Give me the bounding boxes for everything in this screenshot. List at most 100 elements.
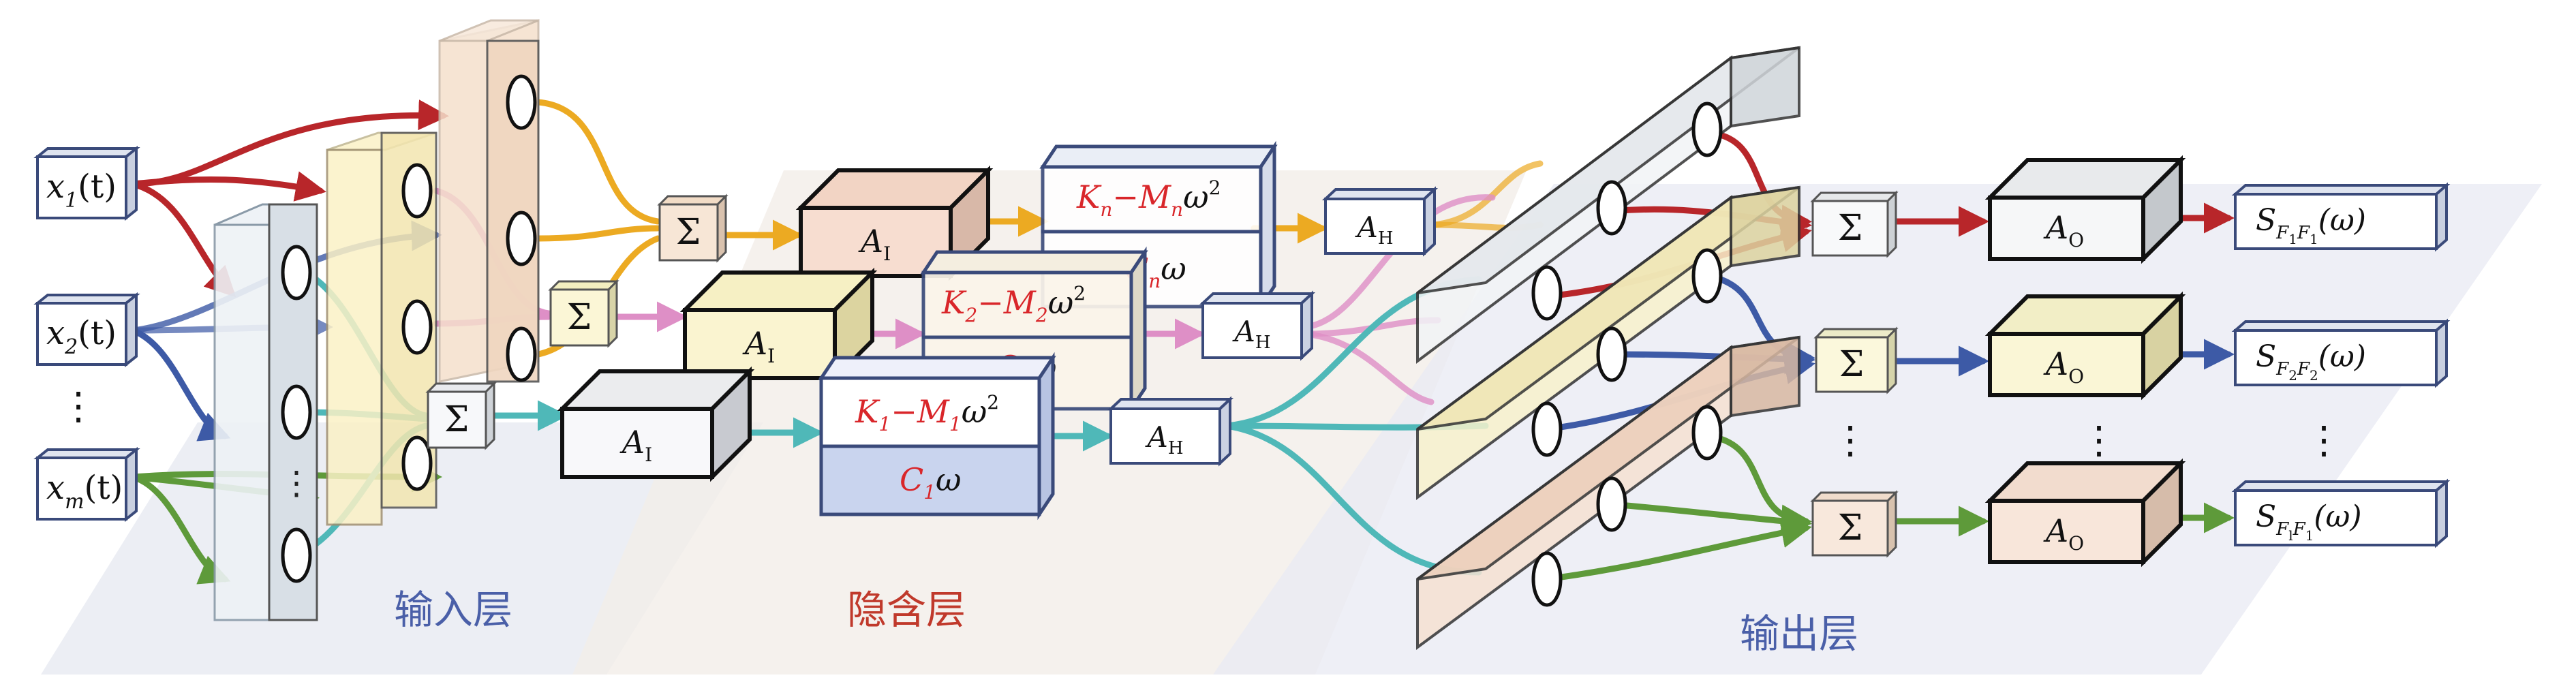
neuron [401,299,433,355]
matrix-omega: ω [1161,250,1186,287]
edge-out-green-c [1544,517,1812,583]
svg-text:xm(t): xm(t) [46,469,123,514]
svg-text:AH: AH [1144,420,1183,459]
matrix-k-sub: 1 [878,413,891,435]
svg-text:AH: AH [1231,315,1270,353]
svg-text:Σ: Σ [444,399,470,440]
ai-sub: I [883,243,891,265]
svg-text:x1(t): x1(t) [46,168,117,213]
neuron [506,326,537,382]
output-s-sub-a: F [2275,519,2289,540]
output-s-sub-b: F [2297,359,2310,380]
neuron [506,211,537,266]
input-xm-symbol: x [46,469,65,507]
output-sum-1: Σ [1810,190,1899,258]
input-x1-sub: 1 [65,189,78,213]
output-sum-2: Σ [1813,326,1899,394]
output-neuron-bars [1416,46,1800,650]
input-box-x2: x2(t) [33,292,140,368]
input-boxes: x1(t) x2(t) ⋮ xm(t) [33,145,140,523]
svg-text:SF2F2(ω): SF2F2(ω) [2256,339,2366,384]
input-box-x1: x1(t) [33,145,140,221]
layer-labels: 输入层 隐含层 输出层 [394,587,1858,657]
matrix-power: 2 [987,391,999,414]
output-bar-2 [1416,185,1800,500]
matrix-k-sub: n [1100,198,1112,221]
ah-node-3: AH [1107,396,1234,467]
input-dots: ⋮ [59,384,97,429]
input-x2-sub: 2 [64,335,78,359]
neuron [281,527,312,583]
matrix-box-n: Kn−Mnω2 Cnω [1039,140,1278,313]
neuron-column-2 [326,131,438,526]
ah-sub: H [1378,228,1394,249]
ai-nodes: AI AI AI [557,165,994,482]
edge-ah3-out-c [1223,422,1482,576]
output-bar-1 [1416,46,1800,364]
svg-text:K2−M2ω2: K2−M2ω2 [941,282,1086,326]
output-s-sub-b: F [2297,223,2310,243]
output-s-sub-a-idx: 2 [2288,367,2297,384]
edge-ah2-out-c [1302,330,1435,405]
sum-node-1: Σ [657,193,729,263]
svg-text:AI: AI [619,424,652,466]
neuron-column-1: ⋮ [213,203,318,621]
svg-text:Σ: Σ [1838,508,1863,548]
output-s-symbol: S [2256,203,2276,238]
output-bar-3 [1416,335,1800,650]
svg-text:Σ: Σ [676,212,701,253]
output-s-symbol: S [2256,499,2276,534]
ao-nodes: AO AO ⋮ AO [1984,155,2186,568]
svg-text:C1ω: C1ω [900,461,962,504]
output-boxes: SF1F1(ω) SF2F2(ω) ⋮ SFlF1(ω) [2231,182,2451,548]
matrix-m-sub: 2 [1035,304,1048,326]
ao-symbol: A [2043,345,2068,382]
input-xm-arg: (t) [85,469,123,507]
ai-symbol: A [742,325,767,362]
matrix-c-sub: n [1148,270,1161,292]
output-s-sub-a: F [2275,359,2289,380]
matrix-m-sub: 1 [949,413,962,435]
svg-text:AI: AI [742,325,775,367]
neuron [281,245,312,300]
matrix-power: 2 [1073,282,1086,305]
matrix-minus: − [891,393,917,430]
ah-sub: H [1168,438,1184,459]
matrix-m-symbol: M [917,393,951,430]
matrix-omega: ω [1048,284,1074,321]
input-xm-sub: m [65,490,84,514]
neuron-column-3 [438,19,540,383]
ai-sub: I [645,444,652,466]
svg-text:Kn−Mnω2: Kn−Mnω2 [1076,176,1221,221]
ao-symbol: A [2043,512,2068,549]
matrix-c-symbol: C [900,461,923,498]
output-s-symbol: S [2256,339,2276,374]
neuron [1531,401,1563,457]
hidden-layer-label: 隐含层 [847,587,966,633]
svg-text:AO: AO [2043,209,2084,251]
edge-x1-mid [129,171,326,202]
input-x1-arg: (t) [78,168,117,206]
neuron-dots: ⋮ [280,464,313,502]
ai-sub: I [767,345,775,367]
neuron [1691,405,1723,461]
edge-x2-low [129,327,231,442]
svg-text:AO: AO [2043,345,2084,388]
input-layer-label: 输入层 [394,587,512,633]
output-dots: ⋮ [2305,418,2343,463]
neuron [506,74,537,130]
output-box-s1: SF1F1(ω) [2231,182,2451,252]
input-x2-arg: (t) [78,314,117,352]
neuron [1691,102,1723,157]
matrix-k-symbol: K [1076,179,1102,215]
matrix-m-symbol: M [1003,284,1037,321]
neuron [281,384,312,440]
output-s-sub-b-idx: 2 [2310,367,2318,384]
svg-text:AH: AH [1354,211,1393,249]
output-s-arg: (ω) [2318,203,2366,238]
neuron [1596,180,1627,236]
matrix-boxes: Kn−Mnω2 Cnω K2−M2ω2 C2ω K1−M1ω2 C1ω [818,140,1278,521]
output-s-sub-b-idx: 1 [2310,231,2318,247]
ah-nodes: AH AH AH [1107,186,1439,467]
